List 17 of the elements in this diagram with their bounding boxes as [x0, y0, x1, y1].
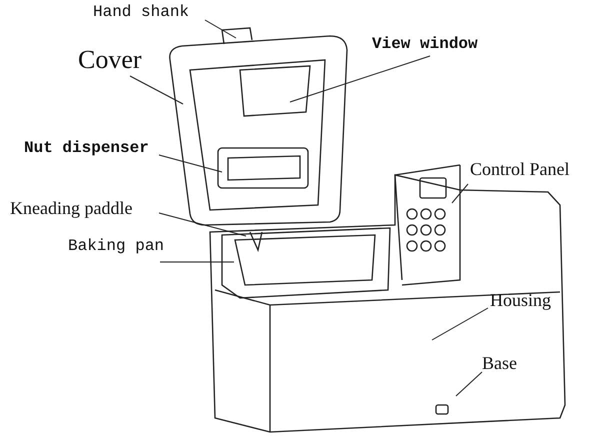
leader-line: [158, 212, 246, 236]
part-label: Baking pan: [68, 238, 164, 256]
part-label: Housing: [490, 291, 552, 311]
leader-line: [204, 20, 236, 38]
leader-line: [290, 56, 430, 102]
leader-line: [158, 154, 222, 172]
leader-line: [456, 372, 482, 396]
part-label: Control Panel: [470, 160, 570, 180]
leader-line: [452, 184, 468, 204]
part-label: Nut dispenser: [24, 140, 149, 158]
part-label: Base: [482, 354, 517, 374]
leader-line: [432, 308, 488, 340]
part-label: Kneading paddle: [10, 199, 132, 219]
leader-line: [130, 76, 184, 104]
part-label: Cover: [78, 46, 142, 75]
part-label: Hand shank: [93, 4, 190, 22]
part-label: View window: [372, 36, 478, 54]
